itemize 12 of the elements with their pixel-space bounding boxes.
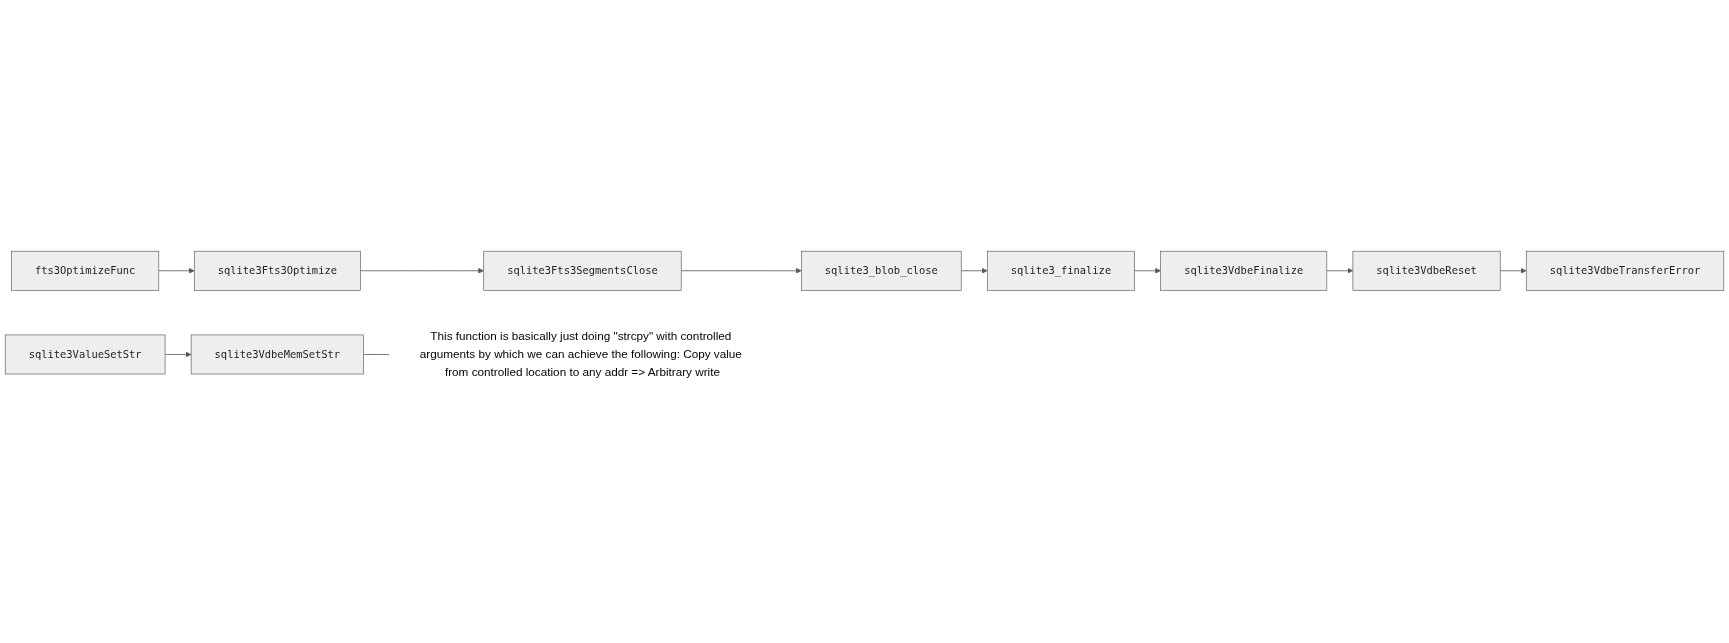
node-box: sqlite3VdbeTransferError bbox=[1525, 250, 1725, 291]
node-box: sqlite3VdbeMemSetStr bbox=[190, 334, 364, 374]
node-box: fts3OptimizeFunc bbox=[11, 250, 160, 291]
node-box: sqlite3_finalize bbox=[986, 250, 1135, 291]
node-box: sqlite3VdbeReset bbox=[1352, 250, 1501, 291]
connector bbox=[363, 353, 391, 355]
node-box: sqlite3ValueSetStr bbox=[4, 334, 166, 374]
node-box: sqlite3VdbeFinalize bbox=[1160, 250, 1328, 291]
node-box: sqlite3Fts3Optimize bbox=[193, 250, 361, 291]
node-text: This function is basically just doing "strcpy" with controlled arguments by which we can achieve the following: Copy value from controlled location to any addr => Arbitrary write bbox=[419, 329, 742, 378]
node-box: sqlite3_blob_close bbox=[801, 250, 962, 291]
node-box: sqlite3Fts3SegmentsClose bbox=[483, 250, 682, 291]
